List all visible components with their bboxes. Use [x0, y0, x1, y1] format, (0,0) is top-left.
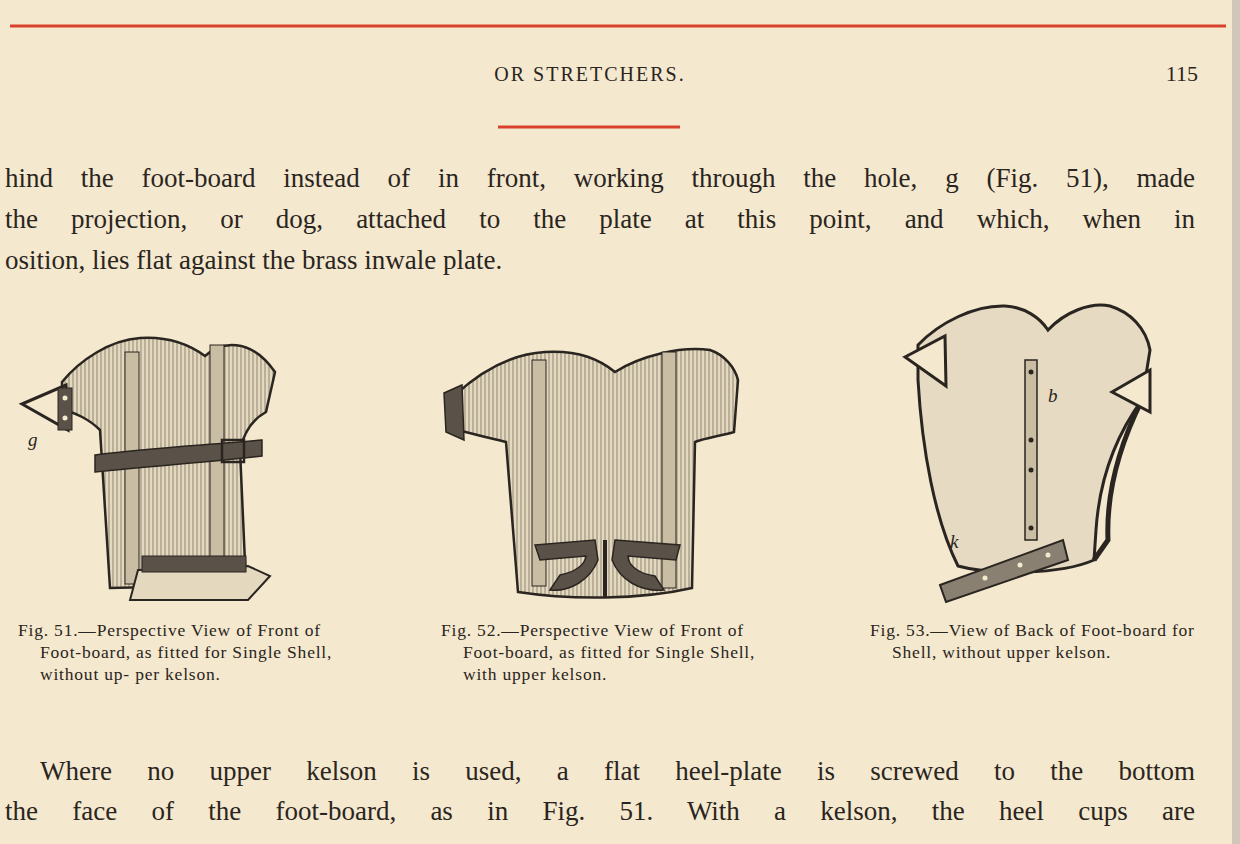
body-text-line: osition, lies flat against the brass inw…: [5, 244, 1195, 276]
footboard-figure-51: [22, 338, 275, 600]
strap-buckle: [222, 440, 244, 462]
back-bar: [1025, 360, 1037, 540]
heel-cup: [535, 540, 598, 590]
body-text-line: the face of the foot-board, as in Fig. 5…: [5, 795, 1195, 827]
rivet: [63, 416, 68, 421]
foot-strap: [95, 440, 262, 472]
board-edge: [1094, 400, 1142, 560]
kelson-bar: [940, 540, 1068, 602]
rivet: [1029, 526, 1034, 531]
rivet: [983, 576, 988, 581]
figure-caption: Fig. 51.—Perspective View of Front of Fo…: [18, 619, 360, 685]
board-outline: [918, 305, 1150, 572]
rule-line: [10, 25, 1226, 28]
heel-cup: [612, 540, 680, 590]
rule-line: [498, 126, 680, 129]
board-outline: [455, 349, 738, 597]
callout-letter: g: [28, 430, 48, 450]
figure-caption: Fig. 52.—Perspective View of Front of Fo…: [441, 619, 788, 685]
page-number: 115: [1140, 62, 1198, 86]
rivet: [1029, 370, 1034, 375]
body-text-line: hind the foot-board instead of in front,…: [5, 162, 1195, 194]
footboard-figure-53: [905, 305, 1150, 602]
board-strip: [210, 345, 224, 584]
board-outline: [62, 338, 275, 588]
footboard-figure-52: [444, 349, 738, 598]
kelson-slot: [603, 540, 607, 598]
rivet: [63, 396, 68, 401]
bracket-plate: [58, 388, 72, 430]
figure-caption: Fig. 53.—View of Back of Foot-board for …: [870, 619, 1202, 663]
rivet: [1046, 553, 1051, 558]
heel-plate-strip: [142, 556, 246, 572]
body-text-line: the projection, or dog, attached to the …: [5, 203, 1195, 235]
callout-letter: k: [950, 532, 970, 552]
running-head: OR STRETCHERS.: [390, 62, 790, 86]
bracket-dog: [1112, 370, 1150, 412]
bracket-dog: [444, 385, 464, 440]
bracket-dog: [905, 336, 946, 386]
rivet: [1029, 438, 1034, 443]
rivet: [1029, 468, 1034, 473]
body-text-line: Where no upper kelson is used, a flat he…: [40, 755, 1195, 787]
callout-letter: b: [1048, 386, 1068, 406]
page-edge: [1232, 0, 1240, 844]
rivet: [1018, 563, 1023, 568]
